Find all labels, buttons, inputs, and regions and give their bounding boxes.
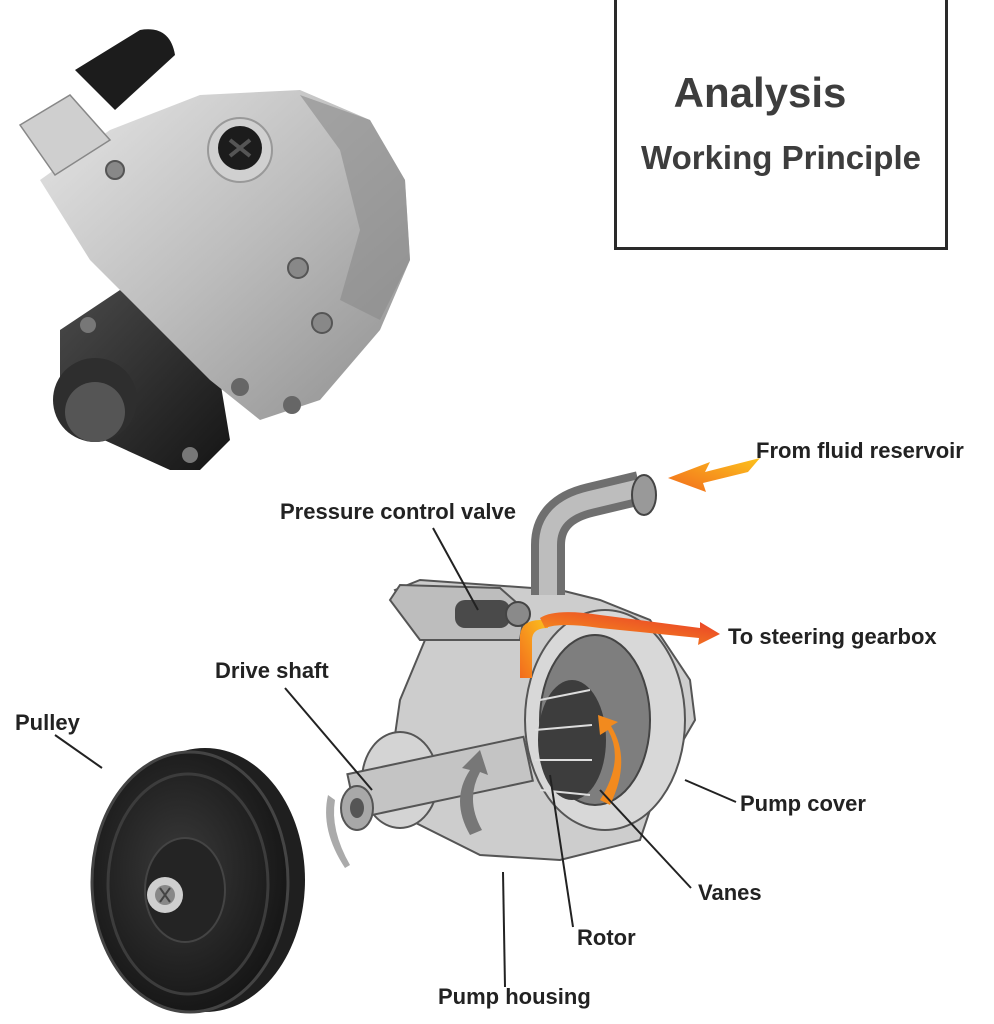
title-working-principle: Working Principle <box>641 139 921 176</box>
title-box: Analysis Working Principle <box>614 0 948 250</box>
flow-up-arrow-icon <box>520 620 548 678</box>
pulley-shape <box>90 748 305 1014</box>
vane <box>539 689 591 701</box>
rotation-arrow-icon <box>326 795 350 868</box>
label-drive-shaft: Drive shaft <box>215 658 329 683</box>
pump-inlet-fitting <box>18 29 175 177</box>
pump-flange <box>53 290 230 470</box>
vane <box>539 789 591 796</box>
label-from-fluid-reservoir: From fluid reservoir <box>756 438 964 463</box>
label-to-steering-gearbox: To steering gearbox <box>728 624 937 649</box>
label-pulley: Pulley <box>15 710 80 735</box>
label-rotor: Rotor <box>577 925 636 950</box>
inlet-pipe-end <box>631 474 657 516</box>
drive-shaft-shape <box>340 731 535 831</box>
leader-lines <box>54 527 737 988</box>
label-vanes: Vanes <box>698 880 762 905</box>
rotation-arrow-icon <box>460 750 488 835</box>
vane <box>534 724 593 731</box>
flow-out-arrow-icon <box>540 612 720 645</box>
label-pump-cover: Pump cover <box>740 791 866 816</box>
flow-in-arrow-icon <box>668 458 760 492</box>
fluid-rotation-arrow-icon <box>598 715 622 805</box>
pump-cutaway <box>326 471 720 868</box>
label-pressure-control-valve: Pressure control valve <box>280 499 517 524</box>
pump-body <box>40 90 410 420</box>
label-pump-housing: Pump housing <box>438 984 591 1009</box>
title-analysis: Analysis <box>673 69 847 116</box>
pressure-valve-shape <box>455 600 510 628</box>
rotor-shape <box>534 680 606 800</box>
